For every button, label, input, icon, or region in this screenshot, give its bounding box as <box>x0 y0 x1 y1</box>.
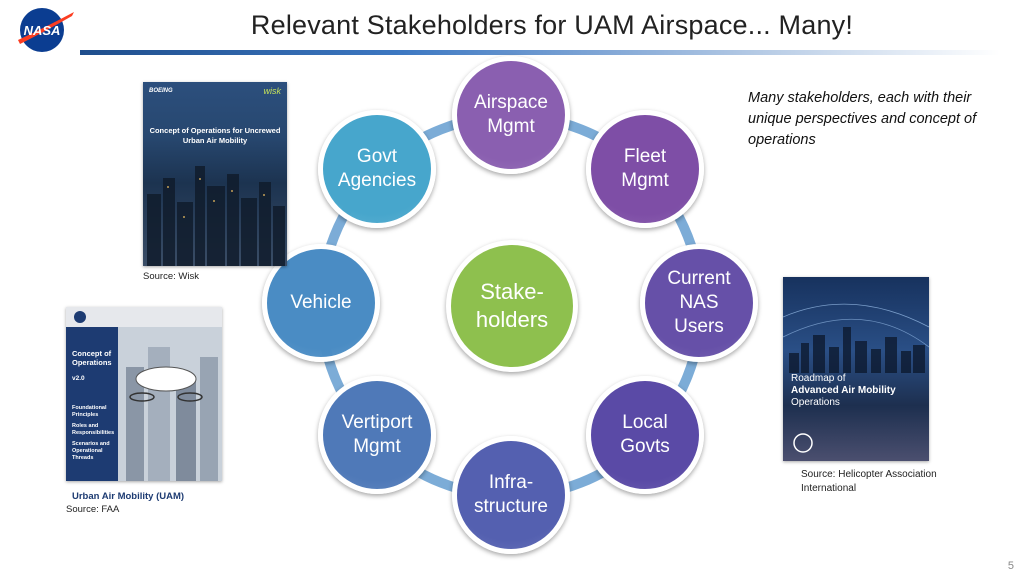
node-govt-agencies: Govt Agencies <box>318 110 436 228</box>
hai-source-caption: Source: Helicopter Association Internati… <box>801 469 937 494</box>
wisk-cover-title: Concept of Operations for Uncrewed Urban… <box>149 126 281 145</box>
hai-cover-line3: Operations <box>791 397 840 408</box>
node-current-nas-users: Current NAS Users <box>640 244 758 362</box>
city-skyline-image <box>147 166 285 266</box>
uam-city-image <box>118 327 222 481</box>
node-stakeholders-center: Stake- holders <box>446 240 578 372</box>
node-vehicle: Vehicle <box>262 244 380 362</box>
faa-seal-icon <box>74 311 86 323</box>
page-title: Relevant Stakeholders for UAM Airspace..… <box>250 10 854 40</box>
hai-cover-line1: Roadmap of <box>791 373 846 384</box>
stakeholders-note: Many stakeholders, each with their uniqu… <box>748 90 977 148</box>
boeing-brand: BOEING <box>149 88 173 94</box>
faa-conops-cover: Concept of Operations v2.0 Foundational … <box>66 307 222 481</box>
hai-roadmap-cover: Roadmap of Advanced Air Mobility Operati… <box>783 277 929 461</box>
hai-cover-line2: Advanced Air Mobility <box>791 385 896 396</box>
faa-cover-version: v2.0 <box>72 375 85 382</box>
hai-skyline-image <box>783 303 929 453</box>
wisk-source-caption: Source: Wisk <box>143 271 199 282</box>
node-infrastructure: Infra- structure <box>452 436 570 554</box>
nasa-logo-text: NASA <box>24 23 61 38</box>
wisk-conops-cover: BOEING wisk Concept of Operations for Un… <box>143 82 287 266</box>
node-local-govts: Local Govts <box>586 376 704 494</box>
faa-cover-item: Scenarios and Operational Threads <box>72 441 110 461</box>
faa-cover-item: Roles and Responsibilities <box>72 423 115 436</box>
node-fleet-mgmt: Fleet Mgmt <box>586 110 704 228</box>
wisk-brand: wisk <box>263 86 282 96</box>
faa-cover-title: Concept of Operations <box>72 349 112 367</box>
faa-source-caption: Source: FAA <box>66 504 120 515</box>
faa-cover-band: Concept of Operations v2.0 Foundational … <box>66 327 118 481</box>
title-divider <box>80 50 1000 55</box>
nasa-logo: NASA <box>14 6 76 54</box>
node-vertiport-mgmt: Vertiport Mgmt <box>318 376 436 494</box>
node-airspace-mgmt: Airspace Mgmt <box>452 56 570 174</box>
faa-caption-title: Urban Air Mobility (UAM) <box>72 491 185 502</box>
faa-cover-item: Foundational Principles <box>72 405 107 418</box>
page-number: 5 <box>1007 560 1014 572</box>
